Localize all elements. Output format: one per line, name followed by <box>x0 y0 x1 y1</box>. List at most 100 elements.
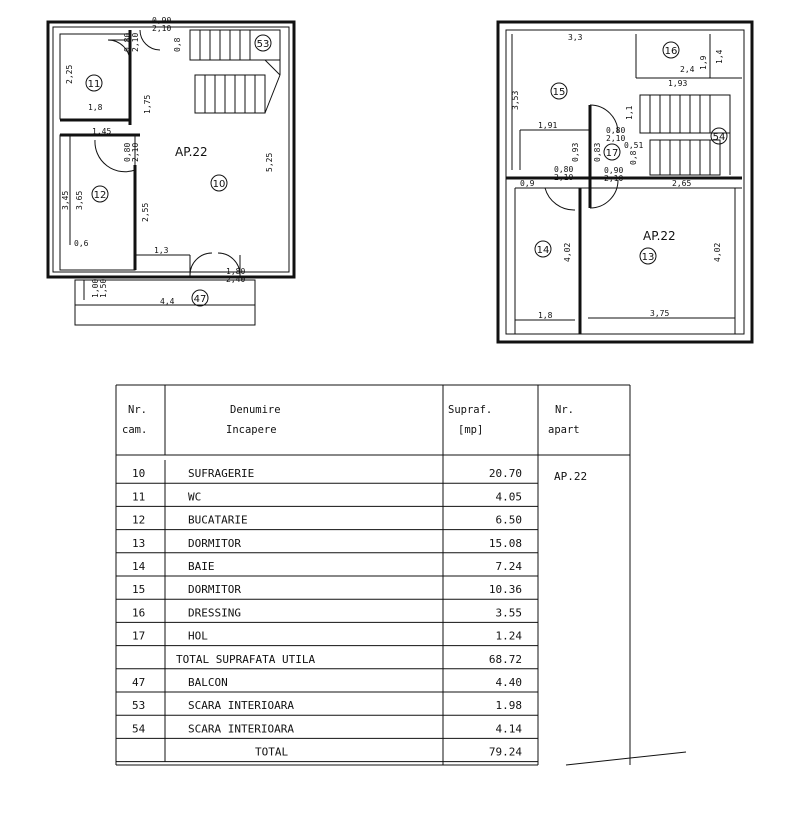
table-row-area: 20.70 <box>489 467 522 480</box>
dim-0-83: 0,83 <box>593 143 602 162</box>
room-14-number: 14 <box>537 245 550 256</box>
total-label: TOTAL <box>255 746 288 759</box>
room-53-marker <box>254 34 272 52</box>
header-nr-cam-1: Nr. <box>128 404 147 416</box>
table-row-number: 47 <box>132 676 145 689</box>
table-row-area: 4.40 <box>496 676 523 689</box>
table-row-name: BALCON <box>188 676 228 689</box>
dim-1-93: 1,93 <box>668 79 687 88</box>
stair-54 <box>639 94 731 176</box>
dim-2-65: 2,65 <box>672 179 691 188</box>
dim-living-2-55: 2,55 <box>141 203 150 222</box>
ground-apartment-label: AP.22 <box>175 145 208 159</box>
room-12-number: 12 <box>94 190 107 201</box>
room-47-number: 47 <box>194 294 207 305</box>
dim-0-93: 0,93 <box>571 143 580 162</box>
dim-balcony-length: 4,4 <box>160 297 175 306</box>
dim-top-door-height: 2,10 <box>152 24 171 33</box>
table-row-area: 15.08 <box>489 537 522 550</box>
room-12-marker <box>91 185 109 203</box>
table-row-name: BAIE <box>188 560 215 573</box>
table-row-area: 3.55 <box>496 606 523 619</box>
balcony-outline <box>74 279 256 326</box>
table-row-name: BUCATARIE <box>188 514 248 527</box>
dim-balcony-door-width: 1,80 <box>226 267 245 276</box>
dim-dressing-1-4: 1,4 <box>715 49 724 64</box>
table-row-name: DORMITOR <box>188 537 241 550</box>
dim-0-51: 0,51 <box>624 141 643 150</box>
table-row-number: 17 <box>132 630 145 643</box>
header-supraf-2: [mp] <box>458 424 483 436</box>
upper-outer-wall <box>496 20 754 344</box>
ground-inner-wall <box>52 26 290 273</box>
table-row-area: 6.50 <box>496 514 523 527</box>
table-row-name: DRESSING <box>188 606 241 619</box>
room-16-number: 16 <box>665 46 678 57</box>
room-17-marker <box>603 143 621 161</box>
table-row-name: SCARA INTERIOARA <box>188 699 294 712</box>
room-13-number: 13 <box>642 252 655 263</box>
ground-floor-plan: 11 12 10 47 53 AP.22 0,90 2,10 0,80 2,10… <box>46 16 296 326</box>
dim-1-1: 1,1 <box>625 105 634 120</box>
header-denumire-2: Incapere <box>226 424 277 436</box>
dim-door-b-width: 0,80 <box>554 165 573 174</box>
room-17-number: 17 <box>606 148 619 159</box>
dim-wc-height: 2,25 <box>65 65 74 84</box>
room-15-marker <box>550 82 568 100</box>
dim-hall-1-75: 1,75 <box>143 95 152 114</box>
ground-outer-wall <box>46 20 296 279</box>
header-supraf-1: Supraf. <box>448 404 492 416</box>
table-row-number: 12 <box>132 514 145 527</box>
table-row-area: 7.24 <box>496 560 523 573</box>
dim-0-9: 0,9 <box>520 179 535 188</box>
room-47-marker <box>191 289 209 307</box>
area-table: Nr. cam. Denumire Incapere Supraf. [mp] … <box>115 384 687 766</box>
dim-wc-width: 1,8 <box>88 103 103 112</box>
dim-living-1-3: 1,3 <box>154 246 169 255</box>
dim-door-a-height: 2,10 <box>606 134 625 143</box>
upper-inner-wall <box>505 29 745 335</box>
table-row-area: 10.36 <box>489 583 522 596</box>
dim-0-8: 0,8 <box>629 150 638 165</box>
table-row-name: SUFRAGERIE <box>188 467 254 480</box>
dim-dressing-2-4: 2,4 <box>680 65 695 74</box>
dim-living-height: 5,25 <box>265 153 274 172</box>
room-10-number: 10 <box>213 179 226 190</box>
table-row-number: 16 <box>132 606 145 619</box>
dim-bedroom13-height: 4,02 <box>713 243 722 262</box>
table-row-area: 4.05 <box>496 490 523 503</box>
table-row-number: 53 <box>132 699 145 712</box>
table-row-name: SCARA INTERIOARA <box>188 722 294 735</box>
dim-kitchen-top: 1,45 <box>92 127 111 136</box>
table-row-area: 1.24 <box>496 630 523 643</box>
table-row-number: 54 <box>132 722 146 735</box>
dim-balcony-window-height: 1,50 <box>99 279 108 298</box>
dim-stair-gap: 0,8 <box>173 37 182 52</box>
dim-bedroom15-height: 3,53 <box>511 91 520 110</box>
signature-stroke <box>565 751 687 766</box>
total-util-area: 68.72 <box>489 653 522 666</box>
total-area: 79.24 <box>489 746 522 759</box>
dim-balcony-door-height: 2,40 <box>226 275 245 284</box>
dim-kitchen-inner-height: 3,45 <box>61 191 70 210</box>
dim-top-door-width: 0,90 <box>152 16 171 25</box>
kitchen-door-swing <box>94 139 136 173</box>
room-16-marker <box>662 41 680 59</box>
table-row-area: 4.14 <box>496 722 523 735</box>
dim-bedroom15-width: 3,3 <box>568 33 583 42</box>
dim-wc-door-width: 0,80 <box>123 33 132 52</box>
dim-bath-height: 4,02 <box>563 243 572 262</box>
dim-door-c-width: 0,90 <box>604 166 623 175</box>
dim-kitchen-door-width: 0,80 <box>123 143 132 162</box>
entry-door-swing <box>139 29 161 51</box>
room-14-marker <box>534 240 552 258</box>
room-54-number: 54 <box>713 132 726 143</box>
header-nr-apart-2: apart <box>548 424 580 436</box>
stair-53 <box>189 29 281 114</box>
dim-door-a-width: 0,80 <box>606 126 625 135</box>
table-row-number: 14 <box>132 560 146 573</box>
header-nr-cam-2: cam. <box>122 424 147 436</box>
table-row-area: 1.98 <box>496 699 523 712</box>
room-13-marker <box>639 247 657 265</box>
